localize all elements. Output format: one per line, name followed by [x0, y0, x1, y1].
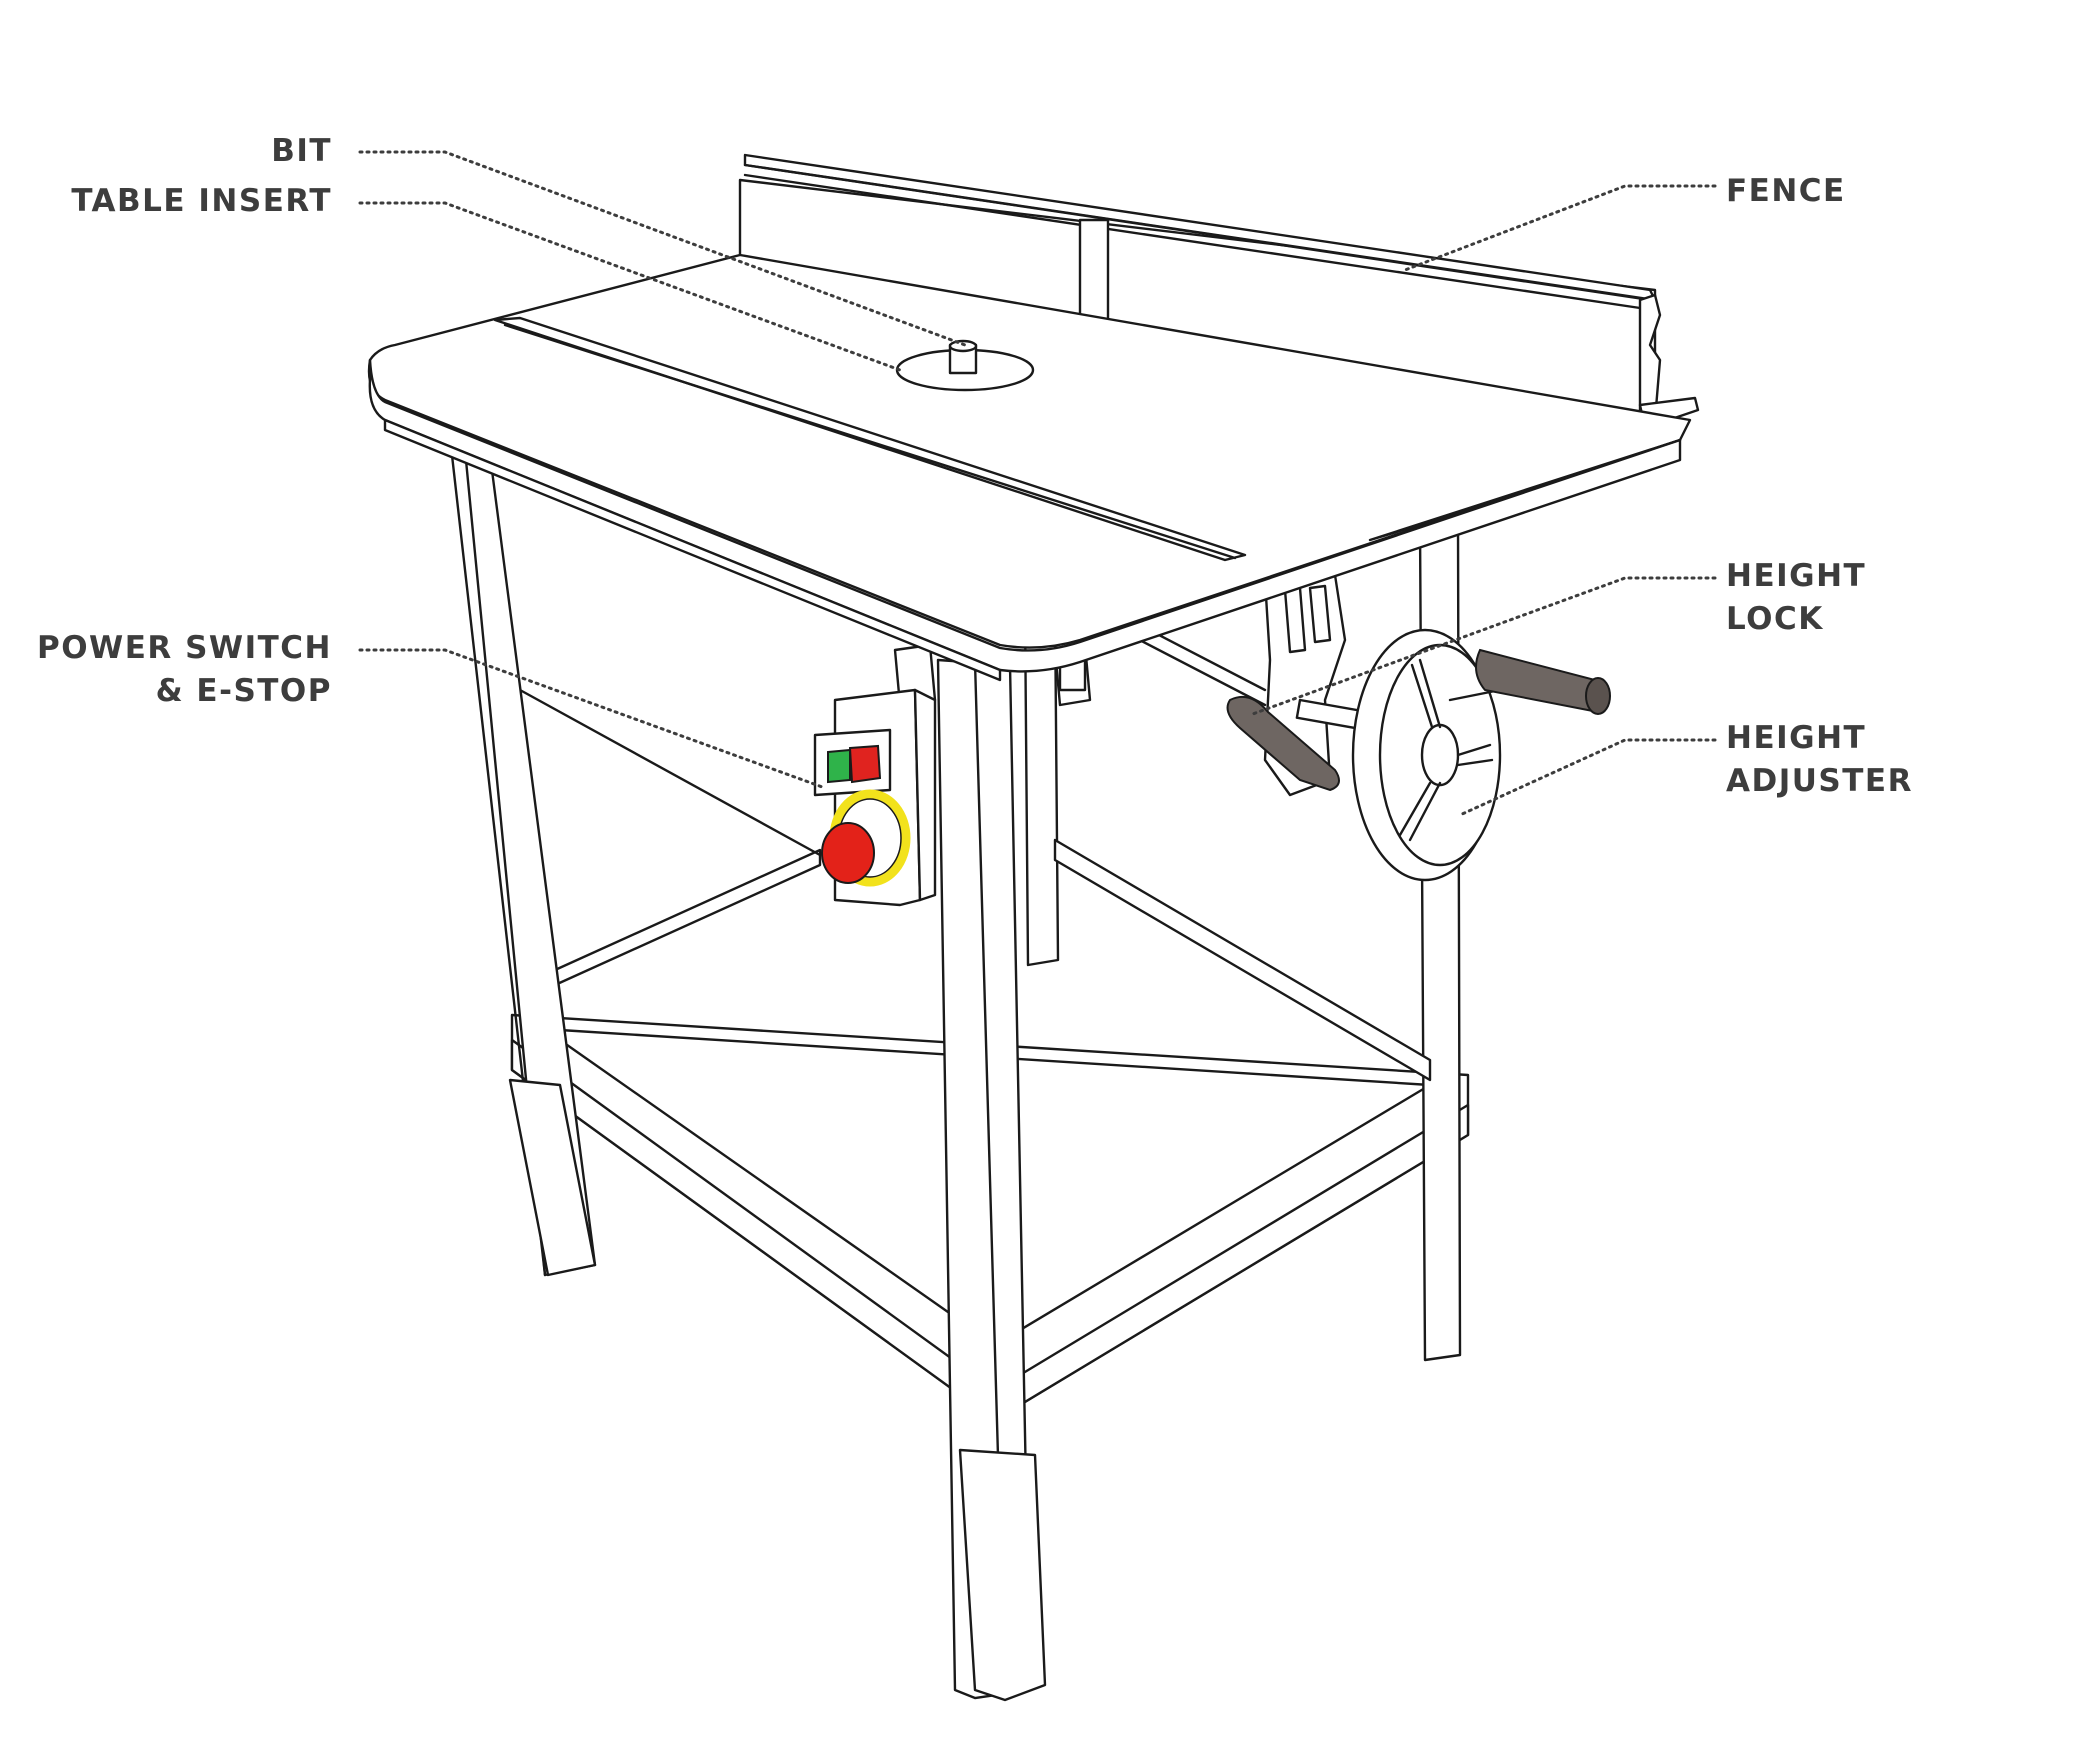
fence	[738, 153, 1700, 434]
green-start-button	[827, 748, 851, 784]
estop-red-button	[821, 822, 875, 884]
label-height-adjuster: HEIGHT ADJUSTER	[1726, 720, 1913, 799]
label-fence: FENCE	[1726, 173, 1846, 209]
power-switch-box	[813, 688, 937, 907]
label-height-lock: HEIGHT LOCK	[1726, 558, 1867, 637]
right-front-leg	[936, 658, 1047, 1702]
leader-lines	[358, 150, 1717, 817]
label-power-switch: POWER SWITCH & E-STOP	[36, 630, 332, 709]
height-lock-lever	[1226, 696, 1340, 792]
label-table-insert: TABLE INSERT	[71, 183, 332, 219]
left-front-leg	[423, 398, 597, 1277]
red-stop-button	[848, 744, 882, 784]
side-stretchers	[518, 688, 1432, 1082]
table-top	[367, 253, 1692, 682]
label-bit: BIT	[271, 133, 332, 169]
height-adjuster-wheel	[1351, 628, 1611, 882]
